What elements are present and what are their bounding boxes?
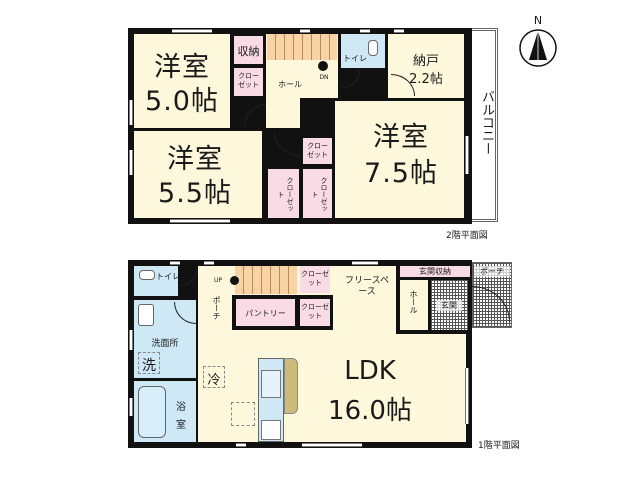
window-2f-top-1 bbox=[172, 29, 212, 33]
window-1f-right bbox=[465, 368, 469, 424]
closet-2f-d-label: クローゼット bbox=[311, 176, 328, 212]
stairs-up-label: UP bbox=[214, 277, 223, 284]
stairs-2f bbox=[267, 34, 337, 60]
storage-room-name: 納戸 bbox=[412, 54, 439, 69]
window-2f-bottom bbox=[170, 219, 230, 223]
toilet-1f-fixture-icon bbox=[139, 270, 155, 280]
hall-2f-lower bbox=[266, 98, 300, 128]
window-1f-top-3 bbox=[352, 261, 378, 265]
room-western-75-name: 洋室 bbox=[373, 122, 429, 153]
window-2f-left-1 bbox=[129, 100, 133, 125]
balcony-label: バルコニー bbox=[479, 90, 494, 155]
closet-2f-a bbox=[234, 68, 263, 96]
entrance-label: 玄関 bbox=[436, 300, 462, 311]
pantry bbox=[236, 299, 295, 326]
floor-1-caption: 1階平面図 bbox=[478, 441, 520, 451]
storage-2f bbox=[234, 36, 263, 64]
entrance-storage-label: 玄関収納 bbox=[419, 267, 451, 276]
fridge-label: 冷 bbox=[207, 373, 221, 388]
room-western-75-size: 7.5帖 bbox=[364, 158, 438, 189]
window-2f-top-4 bbox=[394, 29, 404, 33]
window-2f-right bbox=[465, 136, 469, 174]
bathtub-icon bbox=[138, 386, 166, 438]
window-1f-bottom-1 bbox=[236, 443, 246, 447]
closet-2f-c-label: クローゼット bbox=[277, 176, 294, 212]
hall-2f-label: ホール bbox=[278, 80, 302, 89]
stairs-1f bbox=[235, 266, 297, 294]
kitchen-sink-icon bbox=[261, 370, 281, 398]
stairs-up-marker bbox=[230, 276, 239, 285]
storage-room-size: 2.2帖 bbox=[409, 72, 443, 87]
washer-label: 洗 bbox=[142, 358, 156, 374]
closet-2f-b bbox=[303, 138, 332, 164]
closet-2f-b-label: クローゼット bbox=[307, 142, 328, 159]
compass: N bbox=[516, 14, 560, 70]
entrance-hall-label: ホール bbox=[409, 290, 418, 314]
room-ldk-size: 16.0帖 bbox=[328, 396, 412, 426]
floor-2-caption: 2階平面図 bbox=[446, 231, 488, 241]
closet-1f-b bbox=[300, 299, 330, 326]
room-western-55-size: 5.5帖 bbox=[158, 178, 232, 209]
bath-label-1: 浴 bbox=[176, 402, 186, 413]
window-1f-left-1 bbox=[129, 330, 133, 350]
sink-icon bbox=[138, 304, 154, 326]
washer-space bbox=[138, 352, 160, 374]
stairs-down-marker bbox=[318, 61, 328, 71]
window-1f-left-2 bbox=[129, 398, 133, 416]
storage-2f-label: 収納 bbox=[237, 45, 260, 58]
window-1f-top-1 bbox=[170, 261, 180, 265]
window-2f-top-3 bbox=[360, 29, 370, 33]
compass-north-label: N bbox=[533, 14, 543, 27]
fridge-space bbox=[203, 366, 225, 388]
entrance-storage bbox=[400, 266, 470, 277]
room-western-75 bbox=[335, 101, 464, 218]
porch-label: ポーチ bbox=[474, 266, 510, 277]
closet-1f-a-label: クローゼット bbox=[301, 270, 329, 287]
free-space-label: フリースペース bbox=[345, 276, 389, 297]
window-1f-top-2 bbox=[204, 261, 214, 265]
closet-2f-c bbox=[268, 169, 299, 218]
toilet-1f-label: トイレ bbox=[156, 272, 180, 281]
stove-icon bbox=[261, 420, 281, 440]
room-western-55 bbox=[134, 131, 262, 218]
room-western-5 bbox=[134, 34, 230, 128]
closet-2f-d bbox=[303, 169, 332, 218]
stairs-dn-label: DN bbox=[319, 74, 329, 81]
window-2f-top-2 bbox=[300, 29, 310, 33]
window-1f-bottom-2 bbox=[302, 443, 362, 447]
closet-2f-a-label: クローゼット bbox=[238, 72, 259, 89]
room-western-55-name: 洋室 bbox=[167, 144, 223, 175]
room-western-5-size: 5.0帖 bbox=[145, 86, 219, 117]
window-2f-left-2 bbox=[129, 150, 133, 175]
bath-label-2: 室 bbox=[176, 420, 186, 431]
room-western-5-name: 洋室 bbox=[154, 52, 210, 83]
room-ldk-name: LDK bbox=[344, 356, 396, 386]
toilet-2f-label: トイレ bbox=[343, 54, 367, 63]
storage-space bbox=[231, 402, 255, 426]
inner-porch-label: ポーチ bbox=[212, 296, 221, 320]
kitchen-island bbox=[284, 358, 298, 414]
pantry-label: パントリー bbox=[245, 309, 286, 318]
toilet-fixture-icon bbox=[368, 40, 378, 56]
closet-1f-b-label: クローゼット bbox=[301, 303, 329, 320]
compass-arrow-icon bbox=[519, 29, 557, 67]
closet-1f-a bbox=[300, 266, 330, 293]
entrance-hall bbox=[400, 280, 428, 330]
washroom-label: 洗面所 bbox=[151, 339, 179, 349]
